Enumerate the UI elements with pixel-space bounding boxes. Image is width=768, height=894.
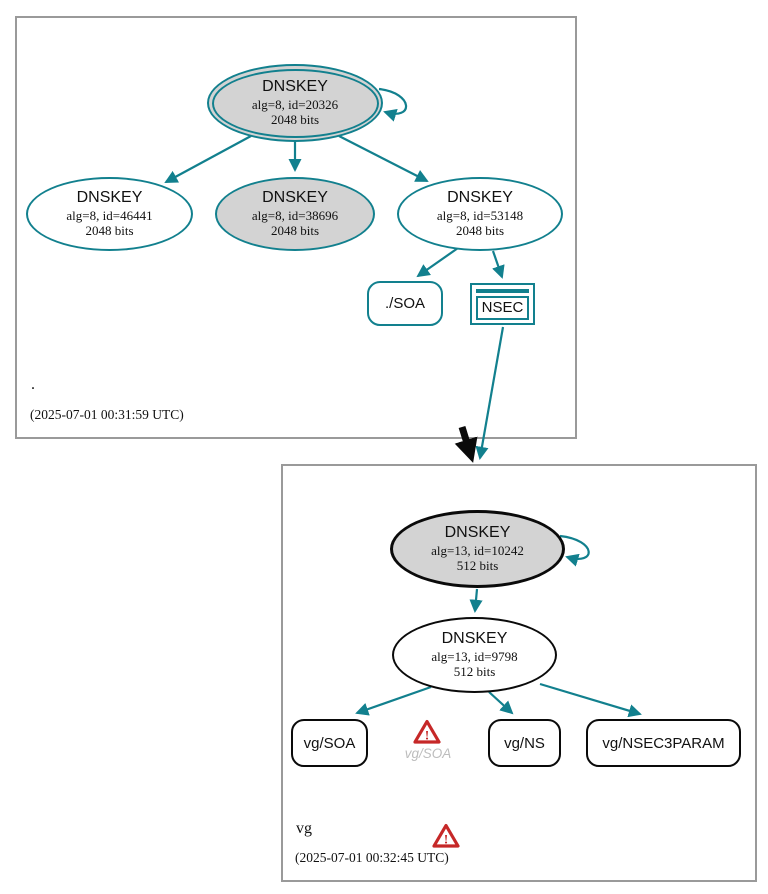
- rrset-label: vg/NSEC3PARAM: [602, 734, 725, 752]
- root-soa-rrset-node[interactable]: ./SOA: [367, 281, 443, 326]
- root-dnskey-38696-node[interactable]: DNSKEY alg=8, id=38696 2048 bits: [215, 177, 375, 251]
- nsec-header-band: [476, 289, 529, 293]
- warning-glyph: !: [444, 832, 448, 847]
- dnskey-detail: alg=8, id=53148: [436, 207, 524, 223]
- dnskey-detail: alg=8, id=20326: [251, 96, 339, 112]
- vg-ksk-dnskey-node[interactable]: DNSKEY alg=13, id=10242 512 bits: [390, 510, 565, 588]
- dnskey-detail: alg=8, id=38696: [251, 207, 339, 223]
- dnskey-bits: 2048 bits: [270, 223, 320, 239]
- dnskey-detail: alg=13, id=10242: [431, 542, 524, 558]
- vg-ns-rrset-node[interactable]: vg/NS: [488, 719, 561, 767]
- vg-nsec3param-rrset-node[interactable]: vg/NSEC3PARAM: [586, 719, 741, 767]
- dnskey-title: DNSKEY: [447, 189, 513, 207]
- nsec-label: NSEC: [476, 296, 529, 320]
- warning-icon[interactable]: !: [413, 719, 441, 750]
- rrset-label: vg/NS: [504, 734, 545, 752]
- warning-rrset-label: vg/SOA: [404, 746, 452, 761]
- dnskey-bits: 512 bits: [456, 558, 499, 574]
- root-nsec-record-node[interactable]: NSEC: [470, 283, 535, 325]
- root-dnskey-53148-node[interactable]: DNSKEY alg=8, id=53148 2048 bits: [397, 177, 563, 251]
- root-dnskey-46441-node[interactable]: DNSKEY alg=8, id=46441 2048 bits: [26, 177, 193, 251]
- zone-timestamp-vg: (2025-07-01 00:32:45 UTC): [295, 850, 449, 865]
- warning-glyph: !: [425, 728, 429, 743]
- dnskey-title: DNSKEY: [262, 189, 328, 207]
- rrset-label: ./SOA: [384, 295, 425, 312]
- rrset-label: vg/SOA: [303, 734, 356, 752]
- dnskey-detail: alg=8, id=46441: [66, 207, 153, 223]
- vg-soa-rrset-node[interactable]: vg/SOA: [291, 719, 368, 767]
- root-ksk-dnskey-node[interactable]: DNSKEY alg=8, id=20326 2048 bits: [207, 64, 383, 142]
- dnskey-detail: alg=13, id=9798: [431, 648, 518, 664]
- dnskey-bits: 512 bits: [453, 664, 496, 680]
- vg-zsk-dnskey-node[interactable]: DNSKEY alg=13, id=9798 512 bits: [392, 617, 557, 693]
- dnskey-title: DNSKEY: [262, 78, 328, 96]
- dnskey-title: DNSKEY: [76, 189, 143, 207]
- dnskey-bits: 2048 bits: [455, 223, 505, 239]
- zone-timestamp-root: (2025-07-01 00:31:59 UTC): [30, 407, 184, 422]
- dnskey-title: DNSKEY: [441, 630, 508, 648]
- zone-name-label-vg: vg: [296, 820, 312, 837]
- dnskey-title: DNSKEY: [444, 524, 511, 542]
- warning-icon[interactable]: !: [432, 823, 460, 854]
- dnskey-bits: 2048 bits: [270, 112, 320, 128]
- zone-name-label-root: .: [31, 376, 35, 393]
- dnskey-bits: 2048 bits: [85, 223, 134, 239]
